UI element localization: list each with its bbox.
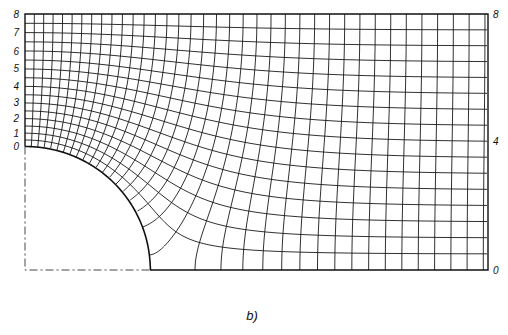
stream-line (25, 33, 487, 46)
stream-line (25, 119, 487, 206)
equipotential-line (138, 14, 204, 211)
stream-number: 1 (13, 128, 19, 139)
equipotential-line (483, 14, 485, 270)
equipotential-line (63, 14, 81, 152)
equipotential-line (369, 14, 376, 270)
stream-number: 4 (493, 136, 499, 147)
equipotential-line (243, 14, 271, 270)
equipotential-line (467, 14, 469, 270)
equipotential-line (221, 14, 257, 270)
stream-number: 0 (13, 141, 19, 152)
equipotential-line (300, 14, 315, 270)
equipotential-line (435, 14, 438, 270)
equipotential-line (83, 14, 112, 160)
stream-number: 4 (13, 81, 19, 92)
stream-line (25, 78, 487, 125)
equipotential-line (70, 14, 92, 154)
stream-number: 3 (13, 97, 19, 108)
grid-lines (25, 14, 487, 270)
equipotential-line (143, 14, 217, 227)
stream-number: 6 (13, 46, 19, 57)
equipotential-line (76, 14, 101, 157)
equipotential-line (352, 14, 360, 270)
stream-line (25, 23, 487, 30)
boundary-line (25, 14, 488, 270)
stream-number: 5 (13, 63, 19, 74)
stream-line (25, 42, 487, 62)
stream-line (25, 95, 487, 157)
stream-number: 8 (13, 9, 19, 20)
stream-number: 2 (13, 113, 19, 124)
equipotential-line (451, 14, 453, 270)
equipotential-line (318, 14, 330, 270)
symmetry-axis (25, 147, 150, 270)
stream-line (25, 140, 487, 254)
equipotential-line (385, 14, 390, 270)
equipotential-line (402, 14, 406, 270)
equipotential-line (418, 14, 422, 270)
equipotential-line (90, 14, 123, 163)
stream-line (25, 111, 487, 189)
equipotential-line (335, 14, 345, 270)
equipotential-line (123, 14, 179, 191)
stream-line (25, 51, 487, 77)
stream-number: 0 (493, 265, 499, 276)
stream-line (25, 133, 487, 238)
figure-label: b) (246, 309, 258, 323)
stream-number: 8 (493, 9, 499, 20)
stream-number: 7 (13, 27, 19, 38)
equipotential-line (130, 14, 191, 200)
equipotential-line (110, 14, 156, 177)
stream-line (25, 69, 487, 109)
body-contour (25, 147, 151, 270)
equipotential-line (282, 14, 300, 270)
equipotential-line (103, 14, 144, 172)
